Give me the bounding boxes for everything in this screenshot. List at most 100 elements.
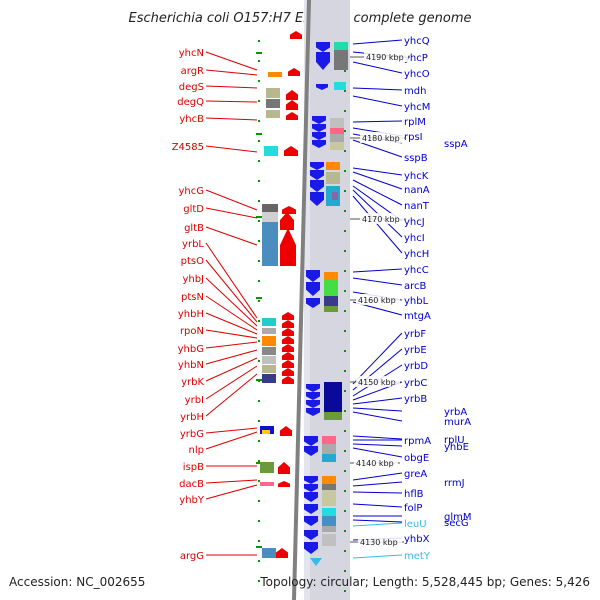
gene-label-degq: degQ — [177, 97, 204, 108]
gene-label-yhcp: yhcP — [404, 53, 428, 64]
tick-right — [344, 510, 346, 512]
connector-secg — [352, 519, 403, 523]
blue-strand-arrow — [312, 140, 326, 148]
blue-strand-arrow — [306, 384, 320, 392]
scale-label-bg — [356, 376, 400, 387]
tick-left — [258, 420, 260, 422]
blue-strand-arrow — [316, 42, 330, 52]
tick-left — [258, 60, 260, 62]
gene-block — [334, 82, 346, 90]
gene-label-yrba: yrbA — [444, 407, 467, 418]
gene-label-yhbh: yhbH — [178, 309, 204, 320]
blue-strand-arrow — [304, 484, 318, 492]
blue-strand-arrow — [304, 542, 318, 554]
genome-backbone — [292, 0, 311, 600]
tick-left — [258, 560, 260, 562]
tick-left — [258, 540, 260, 542]
red-strand-arrow — [282, 320, 294, 328]
gene-block — [266, 99, 280, 108]
gene-label-rpma: rpmA — [404, 436, 431, 447]
connector-rplm — [352, 120, 403, 123]
scale-label-bg — [364, 51, 408, 62]
connector-degs — [205, 85, 258, 89]
gene-label-sspb: sspB — [404, 153, 428, 164]
gene-label-gltb: gltB — [184, 223, 204, 234]
connector-yrbl — [205, 242, 258, 319]
tick-major-left — [256, 133, 262, 135]
tick-left — [258, 120, 260, 122]
connector-yhby — [205, 484, 258, 500]
tick-left — [258, 300, 260, 302]
connector-rpon — [205, 329, 258, 339]
tick-left — [258, 240, 260, 242]
gene-label-ptsn: ptsN — [181, 292, 204, 303]
tick-left — [258, 260, 260, 262]
tick-left — [258, 220, 260, 222]
scale-label-bg — [358, 536, 402, 547]
gene-block — [262, 356, 276, 364]
gene-block — [322, 534, 336, 546]
tick-right — [344, 330, 346, 332]
gene-label-hflb: hflB — [404, 489, 424, 500]
blue-strand-arrow — [310, 170, 324, 180]
gene-label-leuu: leuU — [404, 519, 427, 530]
gene-label-gltd: gltD — [183, 204, 204, 215]
connector-yhcg — [205, 189, 258, 211]
gene-block — [330, 118, 344, 128]
gene-label-mtga: mtgA — [404, 311, 431, 322]
connector-z4585 — [205, 145, 258, 153]
gene-block — [322, 444, 336, 454]
tick-right — [344, 190, 346, 192]
red-strand-arrow — [282, 368, 294, 376]
connector-yhco — [352, 61, 403, 74]
gene-label-yrbk: yrbK — [181, 377, 204, 388]
red-strand-arrow — [286, 112, 298, 120]
tick-right — [344, 530, 346, 532]
gene-label-mety: metY — [404, 551, 431, 562]
connector-yrbh — [205, 373, 258, 417]
connector-ptso — [205, 259, 258, 323]
red-strand-arrow — [286, 90, 298, 100]
gene-block — [260, 482, 274, 486]
gene-label-nlp: nlp — [189, 445, 204, 456]
gene-block — [262, 212, 278, 222]
red-strand-arrow — [284, 146, 298, 156]
blue-strand-arrow — [310, 180, 324, 192]
gene-label-argr: argR — [181, 66, 204, 77]
scale-label-bg — [354, 457, 398, 468]
gene-label-yhby: yhbY — [179, 495, 205, 506]
connector-degq — [205, 100, 258, 103]
red-strand-arrow — [280, 228, 296, 266]
tick-right — [344, 370, 346, 372]
gene-block — [330, 142, 344, 150]
gene-label-ptso: ptsO — [181, 256, 204, 267]
connector-yrbk — [205, 357, 258, 382]
connector-dacb — [205, 479, 258, 484]
scale-label-bg — [356, 294, 400, 305]
gene-label-rpon: rpoN — [180, 326, 204, 337]
tick-right — [344, 490, 346, 492]
gene-block — [322, 454, 336, 462]
tick-right — [344, 290, 346, 292]
genome-summary: Topology: circular; Length: 5,528,445 bp… — [260, 575, 590, 589]
red-strand-arrow — [290, 31, 302, 39]
connector-yrbf — [352, 332, 403, 385]
gene-label-nana: nanA — [404, 185, 430, 196]
gene-label-mura: murA — [444, 417, 471, 428]
gene-block — [326, 162, 340, 170]
gene-block — [268, 72, 282, 77]
gene-label-yhcq: yhcQ — [404, 36, 430, 47]
tick-right — [344, 450, 346, 452]
red-strand-arrow — [276, 548, 288, 558]
gene-label-yhcb: yhcB — [179, 114, 204, 125]
gene-label-yrbb: yrbB — [404, 394, 427, 405]
red-strand-arrow — [282, 312, 294, 320]
gene-label-yhcc: yhcC — [404, 265, 429, 276]
connector-ptsn — [205, 295, 258, 331]
gene-block — [322, 516, 336, 526]
blue-strand-arrow — [306, 282, 320, 296]
blue-strand-arrow — [306, 270, 320, 282]
tick-right — [344, 150, 346, 152]
connector-yhbj — [205, 277, 258, 327]
